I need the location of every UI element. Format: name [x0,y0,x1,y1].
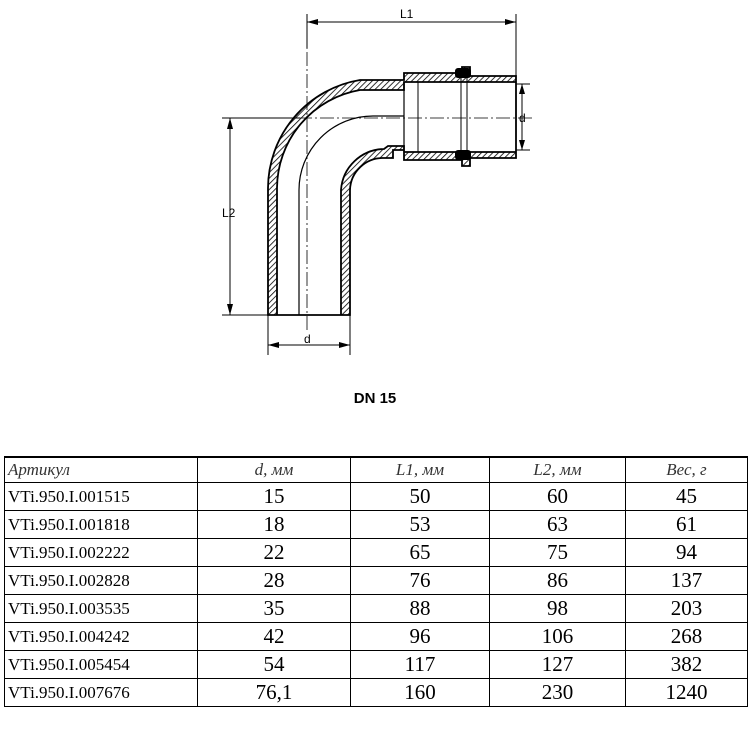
l1-label: L1 [400,7,414,21]
cell-weight: 45 [625,482,748,511]
cell-article: VTi.950.I.007676 [4,678,198,707]
d-right-arrow-top [519,84,525,94]
cell-l1: 88 [350,594,490,623]
table-row: VTi.950.I.001515 15 50 60 45 [4,482,748,511]
table-header-row: Артикул d, мм L1, мм L2, мм Вес, г [4,456,748,483]
cell-l1: 160 [350,678,490,707]
cell-weight: 268 [625,622,748,651]
cell-weight: 94 [625,538,748,567]
l1-arrow-right [505,19,516,25]
cell-l2: 98 [489,594,626,623]
cell-diameter: 42 [197,622,351,651]
table-row: VTi.950.I.004242 42 96 106 268 [4,622,748,651]
d-right-arrow-bottom [519,140,525,150]
cell-article: VTi.950.I.004242 [4,622,198,651]
cell-l2: 106 [489,622,626,651]
header-weight: Вес, г [625,456,748,483]
specification-table: Артикул d, мм L1, мм L2, мм Вес, г VTi.9… [4,456,748,707]
cell-weight: 382 [625,650,748,679]
table-row: VTi.950.I.002222 22 65 75 94 [4,538,748,567]
cell-l2: 60 [489,482,626,511]
table-row: VTi.950.I.002828 28 76 86 137 [4,566,748,595]
cell-l2: 230 [489,678,626,707]
cell-article: VTi.950.I.002828 [4,566,198,595]
cell-l1: 50 [350,482,490,511]
header-article: Артикул [4,456,198,483]
cell-weight: 137 [625,566,748,595]
header-l2: L2, мм [489,456,626,483]
cell-l2: 86 [489,566,626,595]
cell-article: VTi.950.I.001818 [4,510,198,539]
l2-arrow-bottom [227,304,233,315]
elbow-technical-drawing: L1 L2 d d [222,7,535,355]
d-bottom-arrow-left [268,342,279,348]
d-bottom-arrow-right [339,342,350,348]
cell-l2: 127 [489,650,626,679]
cell-l2: 75 [489,538,626,567]
cell-article: VTi.950.I.003535 [4,594,198,623]
cell-diameter: 18 [197,510,351,539]
drawing-caption: DN 15 [353,390,397,407]
cell-article: VTi.950.I.005454 [4,650,198,679]
d-bottom-label: d [304,332,311,346]
cell-l2: 63 [489,510,626,539]
cell-l1: 65 [350,538,490,567]
socket-ring [455,68,471,78]
cell-weight: 1240 [625,678,748,707]
cell-diameter: 54 [197,650,351,679]
cell-l1: 53 [350,510,490,539]
table-row: VTi.950.I.005454 54 117 127 382 [4,650,748,679]
cell-article: VTi.950.I.002222 [4,538,198,567]
socket-ring-bottom [455,150,471,160]
cell-diameter: 28 [197,566,351,595]
cell-diameter: 22 [197,538,351,567]
cell-diameter: 35 [197,594,351,623]
table-row: VTi.950.I.003535 35 88 98 203 [4,594,748,623]
header-diameter: d, мм [197,456,351,483]
table-row: VTi.950.I.007676 76,1 160 230 1240 [4,678,748,707]
cell-diameter: 76,1 [197,678,351,707]
cell-weight: 61 [625,510,748,539]
table-row: VTi.950.I.001818 18 53 63 61 [4,510,748,539]
l1-arrow-left [307,19,318,25]
l2-label: L2 [222,206,236,220]
bore-inner-curve [298,115,404,315]
l2-arrow-top [227,118,233,129]
elbow-wall-section [267,66,517,316]
cell-diameter: 15 [197,482,351,511]
cell-l1: 117 [350,650,490,679]
cell-l1: 76 [350,566,490,595]
d-right-label: d [519,111,526,125]
cell-weight: 203 [625,594,748,623]
cell-l1: 96 [350,622,490,651]
cell-article: VTi.950.I.001515 [4,482,198,511]
header-l1: L1, мм [350,456,490,483]
